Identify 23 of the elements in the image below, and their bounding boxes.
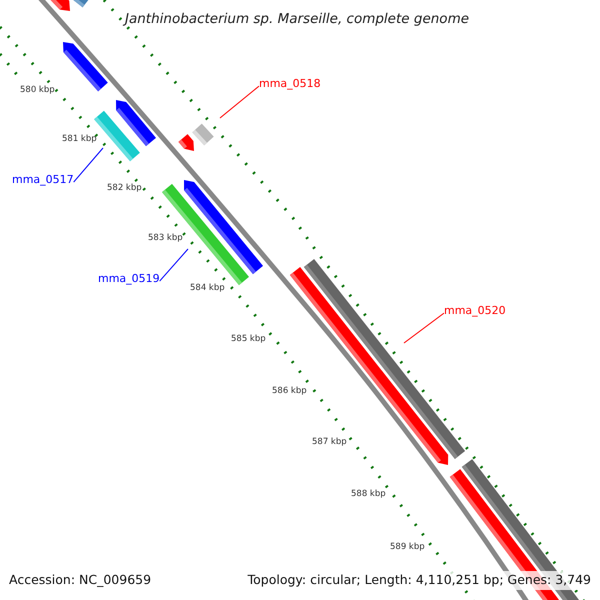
gene-label: mma_0520 xyxy=(444,304,506,317)
tick-label: 587 kbp xyxy=(312,436,347,449)
tick-label: 580 kbp xyxy=(20,84,55,97)
tick-label: 584 kbp xyxy=(190,282,225,295)
leader-line xyxy=(73,148,104,183)
tick-label: 586 kbp xyxy=(272,385,307,398)
gene-label: mma_0518 xyxy=(259,77,321,90)
gene-feature xyxy=(192,123,214,146)
tick-label: 585 kbp xyxy=(231,333,266,346)
map-title: Janthinobacterium sp. Marseille, complete genome xyxy=(125,9,470,30)
leader-line xyxy=(220,86,260,118)
tick-label: 588 kbp xyxy=(351,488,386,501)
info-text: Topology: circular; Length: 4,110,251 bp; Genes: 3,749 xyxy=(248,571,591,590)
tick-label: 583 kbp xyxy=(148,232,183,245)
gene-label: mma_0517 xyxy=(12,173,74,186)
tick-label: 589 kbp xyxy=(390,541,425,554)
tick-label: 581 kbp xyxy=(62,133,97,146)
leader-line xyxy=(404,312,444,344)
tick-label: 582 kbp xyxy=(107,182,142,195)
gene-feature-pointed xyxy=(178,134,194,151)
leader-line xyxy=(159,248,188,282)
gene-label: mma_0519 xyxy=(98,272,160,285)
gene-feature-pointed xyxy=(63,42,108,92)
